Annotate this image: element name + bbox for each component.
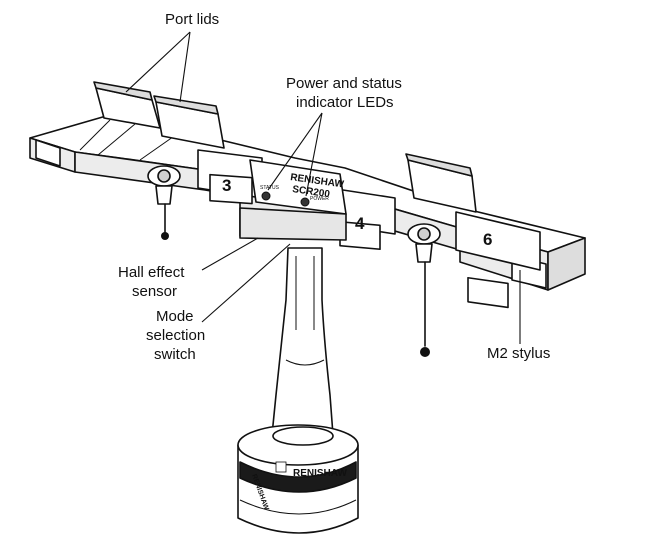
port-lid-left-b (153, 95, 225, 149)
base-brand-name: RENISHAW (293, 468, 347, 479)
port-lid-right (405, 153, 477, 213)
callout-port-lids: Port lids (125, 11, 219, 103)
power-led-icon (300, 197, 310, 207)
callout-m2-stylus: M2 stylus (487, 270, 550, 362)
port-6-number: 6 (483, 230, 492, 249)
svg-text:indicator LEDs: indicator LEDs (296, 94, 394, 111)
rack-brand-line2: SCR200 (292, 184, 331, 200)
svg-text:Power and status: Power and status (286, 75, 402, 92)
callout-mode-switch: Mode selection switch (146, 243, 291, 363)
renishaw-logo-icon (275, 461, 287, 473)
probe-left (147, 165, 181, 240)
status-led-icon (261, 191, 271, 201)
port-3-number: 3 (222, 176, 231, 195)
svg-text:sensor: sensor (132, 283, 177, 300)
svg-text:Hall effect: Hall effect (118, 264, 185, 281)
callout-hall-effect: Hall effect sensor (118, 237, 259, 300)
svg-text:switch: switch (154, 346, 196, 363)
svg-text:selection: selection (146, 327, 205, 344)
m2-stylus-probe (407, 223, 441, 357)
port-3: 3 (197, 149, 263, 205)
central-module: RENISHAW SCR200 STATUS POWER (239, 159, 347, 241)
power-led-label: POWER (310, 196, 329, 202)
svg-text:Mode: Mode (156, 308, 194, 325)
port-4-number: 4 (355, 214, 365, 233)
svg-text:M2 stylus: M2 stylus (487, 345, 550, 362)
stand-pillar (271, 247, 334, 436)
m2-stylus-tip-icon (420, 347, 430, 357)
stand-base: RENISHAW RENISHAW (237, 424, 359, 534)
svg-text:Port lids: Port lids (165, 11, 219, 28)
callout-leds: Power and status indicator LEDs (267, 75, 402, 197)
port-6: 6 (455, 211, 541, 309)
stylus-tip-icon (161, 232, 169, 240)
